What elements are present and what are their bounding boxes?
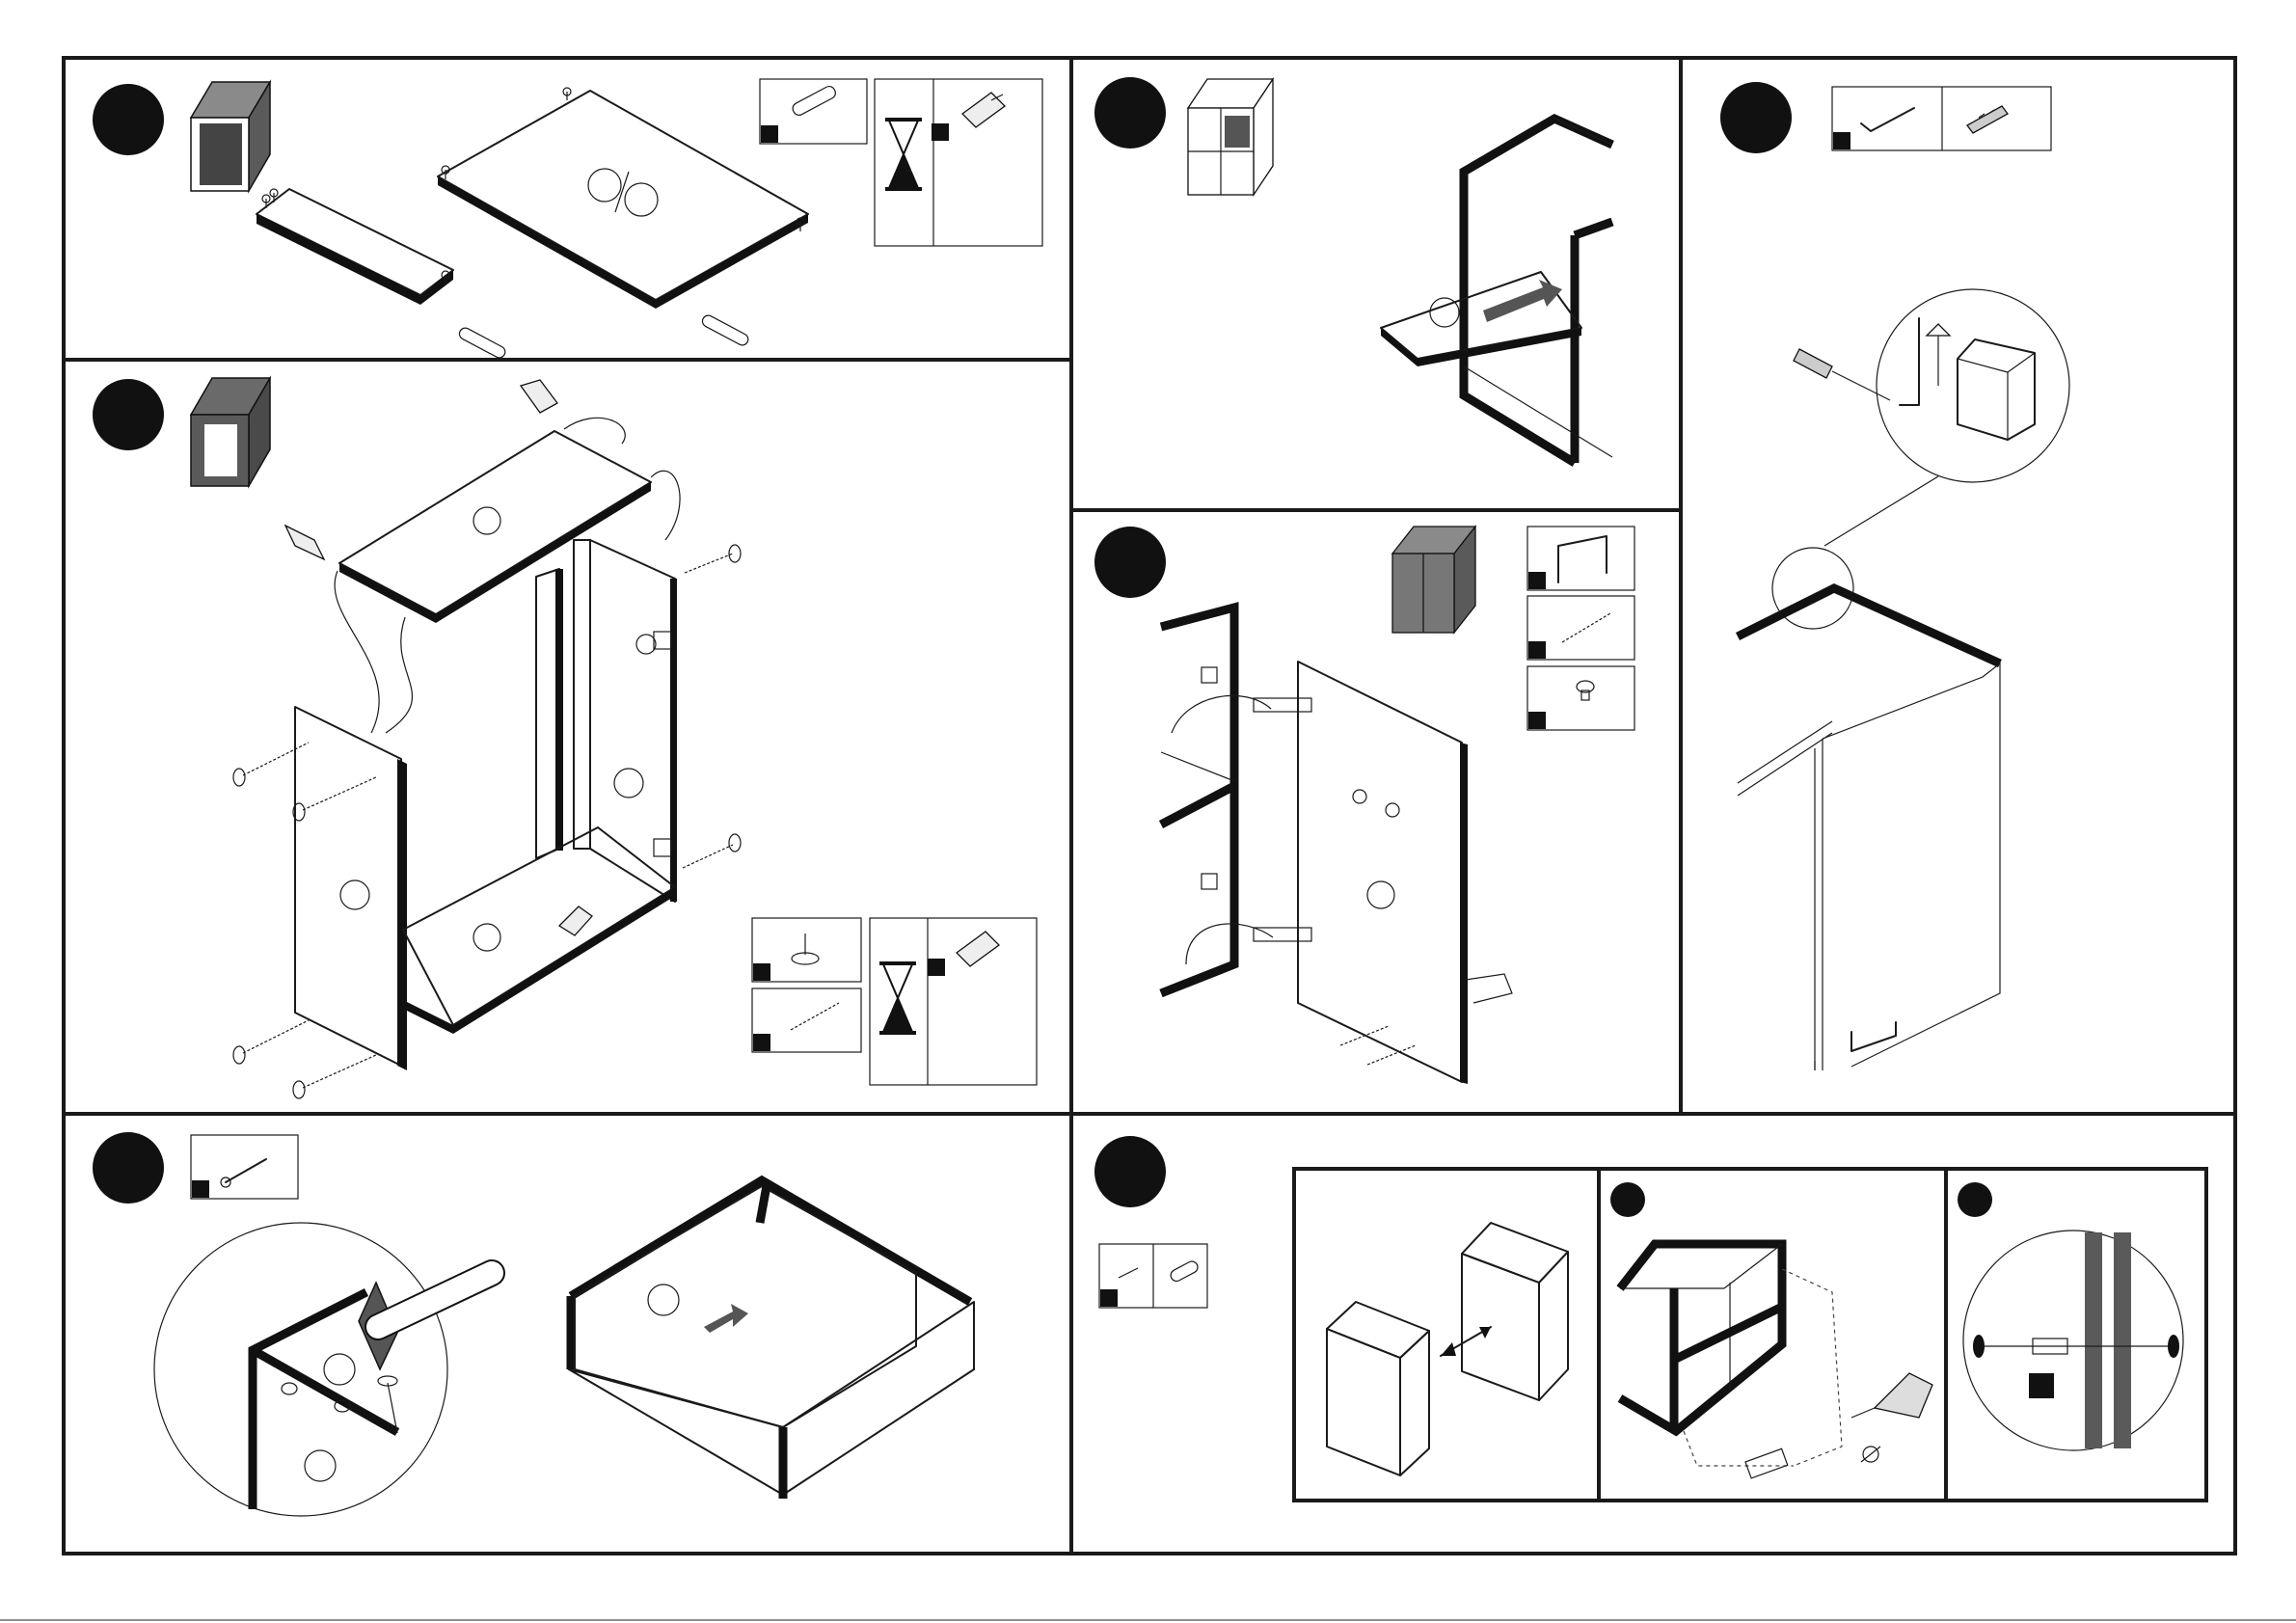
hourglass-icon <box>885 120 922 189</box>
step-6-back-panel <box>154 1135 974 1516</box>
sub-step-badge-b <box>1958 1182 1992 1217</box>
glue-bottle-icon <box>962 93 1005 127</box>
screw-icon <box>1119 1268 1138 1278</box>
step-4-wall-hanging <box>1738 87 2069 1070</box>
screw-icon <box>1562 613 1610 642</box>
step-badge-6 <box>93 1132 164 1204</box>
cam-lock-icon <box>654 632 671 856</box>
legend-handle-screw-knob <box>1527 527 1634 730</box>
step-badge-5 <box>1094 527 1166 598</box>
step-3-shelf <box>1188 79 1612 463</box>
drill-icon <box>1851 1373 1932 1418</box>
legend-glue-wait-box <box>870 918 1037 1085</box>
step-1-dowels <box>191 79 1042 360</box>
hourglass-icon <box>879 963 916 1033</box>
step-5-door <box>1161 527 1634 1084</box>
step-badge-1 <box>93 84 164 155</box>
screw-icon <box>233 545 741 1098</box>
step-badge-3 <box>1094 77 1166 149</box>
legend-cam-screw-box <box>752 918 861 1052</box>
wall-plug-icon <box>1967 106 2008 133</box>
legend-hook-plug-box <box>1832 87 2051 150</box>
cabinet-thumbnail-icon <box>191 378 270 486</box>
handle-icon <box>1851 1022 1896 1051</box>
dowel-icon <box>457 313 750 360</box>
hook-icon <box>1861 108 1914 131</box>
step-2-carcass <box>191 378 1037 1098</box>
legend-screw-dowel-box <box>1099 1244 1207 1308</box>
knob-icon <box>1386 803 1399 817</box>
arrow-icon <box>1483 280 1562 322</box>
glue-bottle-icon <box>957 932 999 966</box>
nail-icon <box>226 1159 266 1182</box>
step-badge-4 <box>1720 82 1792 153</box>
sub-step-badge-a <box>1610 1182 1645 1217</box>
cam-lock-icon <box>1202 667 1217 889</box>
knob-icon <box>1353 790 1366 803</box>
hinge-icon <box>1254 698 1311 941</box>
dowel-icon <box>1169 1259 1200 1284</box>
legend-glue-wait-box <box>875 79 1042 246</box>
glue-bottle-icon <box>285 380 592 935</box>
arrow-icon <box>704 1304 748 1333</box>
hammer-icon <box>359 1273 492 1369</box>
step-7-joining <box>1099 1169 2206 1501</box>
legend-dowel-box <box>760 79 867 144</box>
cabinet-thumbnail-icon <box>191 82 270 191</box>
handle-icon <box>1558 536 1607 582</box>
cabinet-thumbnail-icon <box>1188 79 1273 195</box>
step-badge-7 <box>1094 1136 1166 1207</box>
step-badge-2 <box>93 379 164 450</box>
cabinet-thumbnail-icon <box>1392 527 1475 633</box>
legend-nail-box <box>191 1135 298 1199</box>
